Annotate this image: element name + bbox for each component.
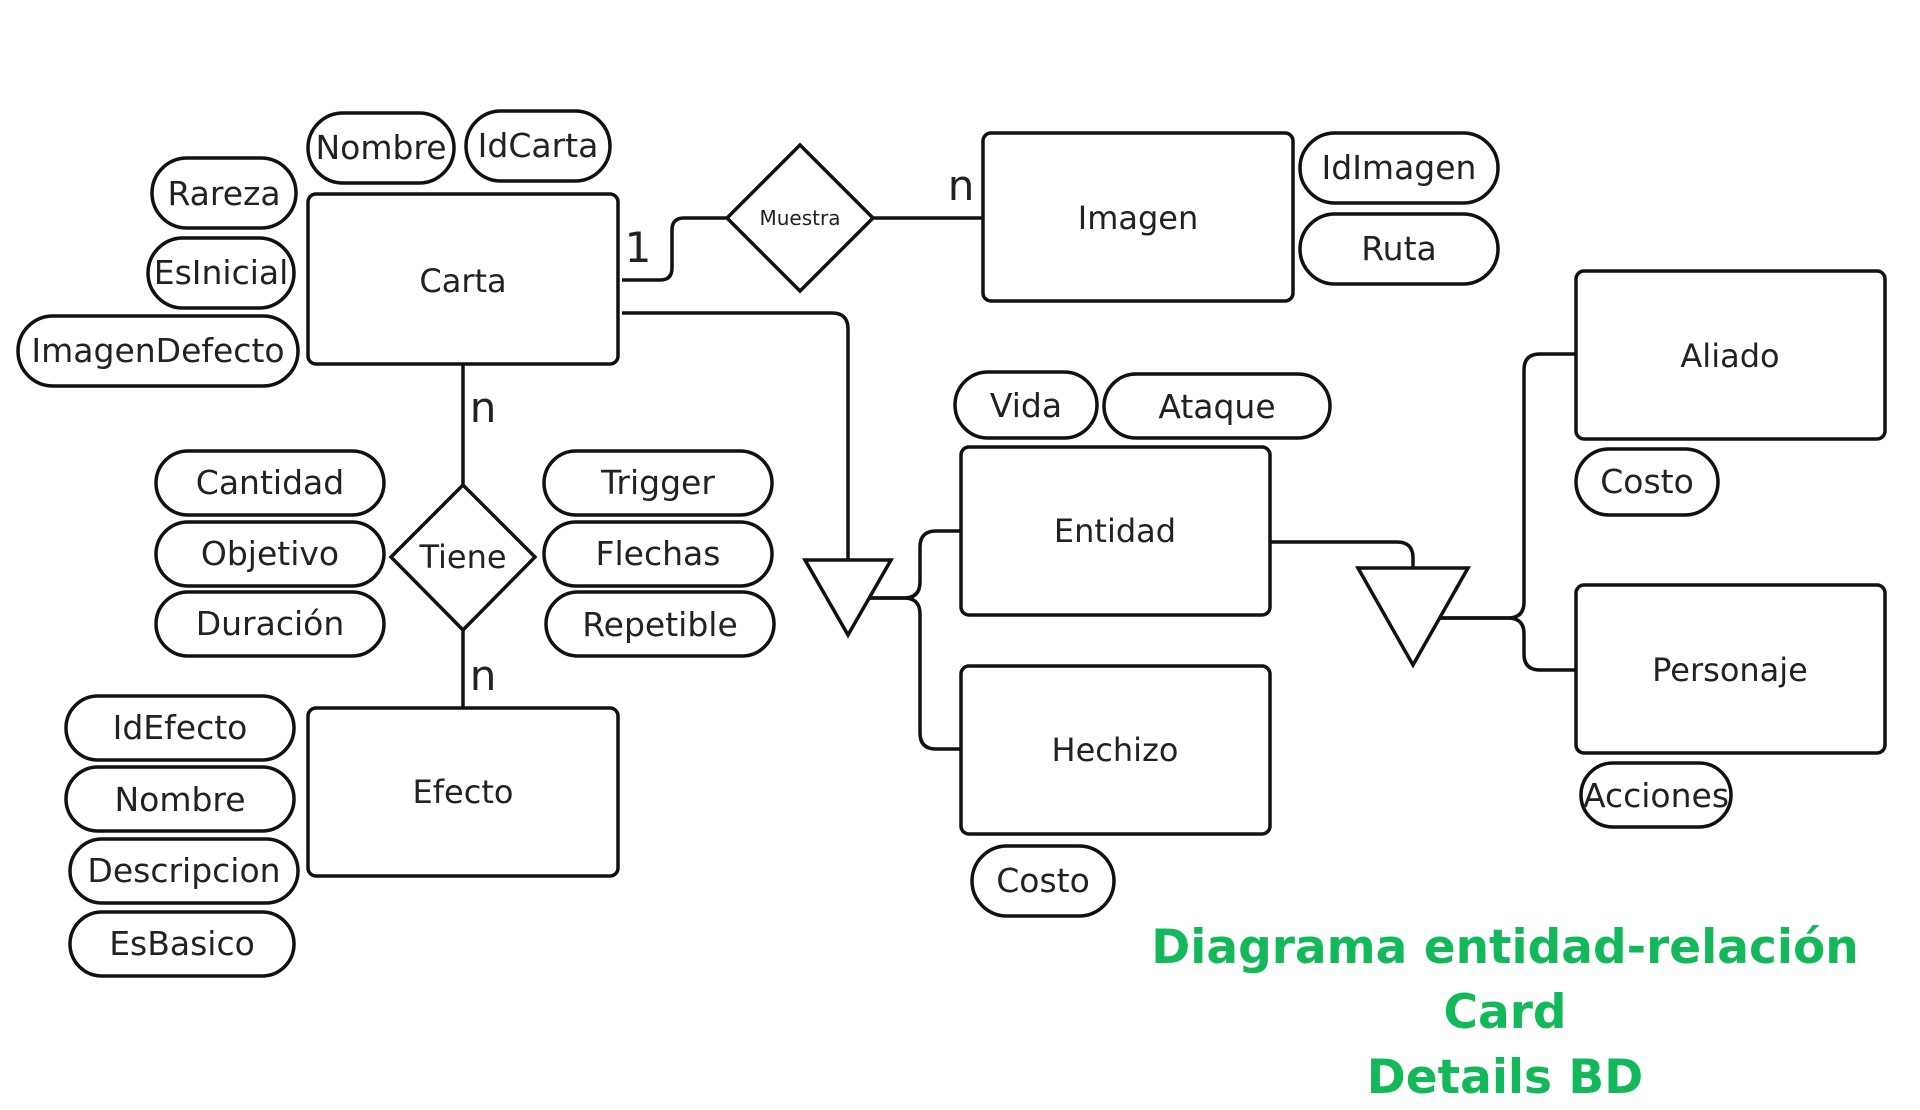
isa-triangle-entidad — [1354, 566, 1472, 669]
entity-efecto-label: Efecto — [413, 773, 514, 811]
attribute-carta-rareza: Rareza — [150, 156, 298, 230]
attribute-tiene-flechas: Flechas — [542, 520, 774, 588]
entity-personaje: Personaje — [1574, 583, 1887, 755]
svg-text:IdImagen: IdImagen — [1322, 148, 1477, 187]
svg-text:IdEfecto: IdEfecto — [113, 708, 248, 747]
attribute-efecto-descripcion: Descripcion — [68, 837, 300, 905]
entity-carta: Carta — [306, 192, 620, 366]
attribute-carta-idcarta: IdCarta — [464, 109, 612, 183]
diagram-title-line-1: Diagrama entidad-relación Card — [1151, 920, 1859, 1040]
entity-imagen: Imagen — [981, 131, 1295, 303]
entity-hechizo: Hechizo — [959, 664, 1272, 836]
diagram-title-line-2: Details BD — [1366, 1050, 1644, 1105]
entity-personaje-label: Personaje — [1652, 651, 1808, 689]
entity-aliado: Aliado — [1574, 269, 1887, 441]
attribute-imagen-ruta: Ruta — [1298, 212, 1500, 286]
cardinality-tiene-efecto: n — [470, 651, 497, 700]
connectors — [461, 216, 1576, 751]
entity-entidad: Entidad — [959, 445, 1272, 617]
er-diagram: Carta Imagen Efecto Entidad Hechizo Alia… — [16, 109, 1887, 978]
svg-text:EsInicial: EsInicial — [154, 253, 289, 292]
attribute-carta-imagendefecto: ImagenDefecto — [16, 314, 300, 388]
attribute-efecto-idefecto: IdEfecto — [64, 694, 296, 762]
attribute-entidad-vida: Vida — [953, 370, 1099, 440]
relationship-tiene-label: Tiene — [418, 538, 506, 576]
link-isa-personaje — [1440, 616, 1576, 672]
attribute-tiene-repetible: Repetible — [544, 590, 776, 658]
link-carta-isa — [622, 311, 850, 560]
svg-text:Cantidad: Cantidad — [196, 463, 344, 502]
svg-text:Trigger: Trigger — [600, 463, 715, 502]
svg-text:Objetivo: Objetivo — [201, 534, 339, 573]
link-isa-hechizo — [870, 596, 961, 751]
attribute-tiene-cantidad: Cantidad — [154, 449, 386, 517]
relationship-muestra-label: Muestra — [760, 206, 841, 230]
attribute-carta-nombre: Nombre — [306, 111, 456, 185]
attribute-aliado-costo: Costo — [1574, 447, 1720, 517]
svg-text:Costo: Costo — [1600, 462, 1694, 501]
attribute-carta-esinicial: EsInicial — [146, 236, 296, 310]
entity-imagen-label: Imagen — [1078, 199, 1199, 237]
svg-text:Repetible: Repetible — [582, 605, 738, 644]
cardinality-carta-muestra: 1 — [625, 223, 652, 272]
svg-text:ImagenDefecto: ImagenDefecto — [31, 331, 284, 370]
diagram-title: Diagrama entidad-relación Card Details B… — [1110, 915, 1900, 1110]
svg-text:Ataque: Ataque — [1158, 387, 1275, 426]
link-carta-muestra — [622, 216, 727, 282]
isa-triangle-carta — [801, 558, 895, 639]
attribute-efecto-nombre: Nombre — [64, 765, 296, 833]
entity-efecto: Efecto — [306, 706, 620, 878]
cardinality-muestra-imagen: n — [948, 161, 975, 210]
relationship-muestra: Muestra — [724, 142, 876, 294]
cardinality-carta-tiene: n — [470, 383, 497, 432]
svg-text:Ruta: Ruta — [1361, 229, 1437, 268]
svg-text:Vida: Vida — [990, 386, 1062, 425]
svg-text:IdCarta: IdCarta — [478, 126, 599, 165]
svg-text:EsBasico: EsBasico — [109, 924, 255, 963]
svg-text:Nombre: Nombre — [114, 780, 245, 819]
svg-text:Costo: Costo — [996, 861, 1090, 900]
attribute-tiene-trigger: Trigger — [542, 449, 774, 517]
attribute-efecto-esbasico: EsBasico — [68, 910, 296, 978]
svg-text:Descripcion: Descripcion — [87, 851, 280, 890]
attribute-personaje-acciones: Acciones — [1579, 761, 1733, 829]
attribute-tiene-objetivo: Objetivo — [154, 520, 386, 588]
svg-text:Flechas: Flechas — [596, 534, 721, 573]
relationship-tiene: Tiene — [388, 482, 538, 633]
entity-aliado-label: Aliado — [1680, 337, 1779, 375]
entity-hechizo-label: Hechizo — [1052, 731, 1179, 769]
attribute-imagen-idimagen: IdImagen — [1298, 131, 1500, 205]
entity-carta-label: Carta — [419, 262, 506, 300]
entity-entidad-label: Entidad — [1054, 512, 1176, 550]
link-entidad-isa — [1270, 540, 1415, 568]
svg-text:Acciones: Acciones — [1583, 776, 1729, 815]
attribute-entidad-ataque: Ataque — [1102, 372, 1332, 440]
svg-text:Nombre: Nombre — [315, 128, 446, 167]
attribute-hechizo-costo: Costo — [970, 844, 1116, 918]
svg-text:Rareza: Rareza — [167, 174, 280, 213]
svg-text:Duración: Duración — [196, 604, 345, 643]
attribute-tiene-duracion: Duración — [154, 590, 386, 658]
